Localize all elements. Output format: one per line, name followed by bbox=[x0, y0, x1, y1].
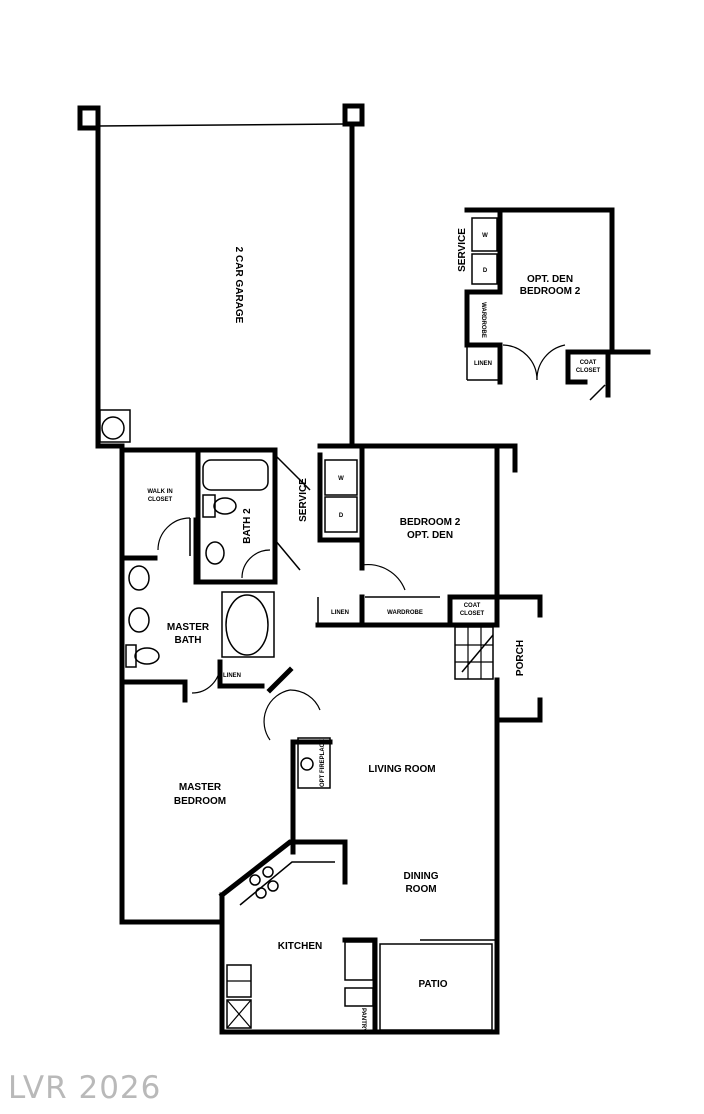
door-swing bbox=[361, 563, 406, 591]
master-bath-label: BATH bbox=[174, 635, 201, 646]
patio-slab bbox=[379, 943, 493, 1031]
cooktop-icon bbox=[249, 874, 261, 886]
dining-room-label: ROOM bbox=[405, 884, 436, 895]
master-bedroom-label: MASTER bbox=[179, 782, 222, 793]
dining-room-label: DINING bbox=[404, 871, 439, 882]
master-bedroom-label: BEDROOM bbox=[174, 796, 226, 807]
option-coat-closet-label: CLOSET bbox=[576, 368, 601, 374]
garage-pillar-right bbox=[342, 103, 365, 127]
wardrobe-label: WARDROBE bbox=[387, 610, 423, 616]
linen-label: LINEN bbox=[331, 610, 349, 616]
option-washer-label: W bbox=[482, 233, 488, 239]
sink-icon bbox=[128, 607, 150, 633]
interior-walls bbox=[119, 447, 498, 1035]
door-swing bbox=[502, 344, 538, 381]
garage: 2 CAR GARAGE bbox=[77, 103, 365, 449]
room-labels: WALK IN CLOSET BATH 2 SERVICE W D BEDROO… bbox=[147, 476, 526, 1032]
service-label: SERVICE bbox=[298, 478, 309, 522]
pantry-label: PANTRY bbox=[360, 1008, 366, 1032]
living-room-label: LIVING ROOM bbox=[368, 764, 435, 775]
option-service-label: SERVICE bbox=[457, 228, 468, 272]
dryer-label: D bbox=[339, 513, 344, 519]
option-den-label: BEDROOM 2 bbox=[520, 286, 581, 297]
water-heater bbox=[99, 409, 131, 443]
door-swing bbox=[536, 344, 566, 381]
kitchen-label: KITCHEN bbox=[278, 941, 322, 952]
door-swing bbox=[157, 517, 191, 551]
dryer-icon bbox=[324, 496, 358, 533]
garage-pillar-left bbox=[77, 105, 101, 131]
option-den-label: OPT. DEN bbox=[527, 274, 573, 285]
garage-door bbox=[97, 123, 346, 127]
washer-icon bbox=[324, 459, 358, 496]
toilet-icon bbox=[202, 494, 216, 518]
fireplace-label: OPT FIREPLACE bbox=[320, 739, 326, 787]
outer-walls bbox=[119, 443, 543, 1035]
door-swing bbox=[191, 664, 221, 694]
tub-icon bbox=[221, 591, 275, 658]
refrigerator-icon bbox=[344, 941, 374, 981]
linen-label: LINEN bbox=[223, 673, 241, 679]
option-coat-closet-label: COAT bbox=[580, 360, 597, 366]
bath2-label: BATH 2 bbox=[242, 508, 253, 544]
stairs-icon bbox=[454, 626, 494, 680]
option-linen-label: LINEN bbox=[474, 361, 492, 367]
porch-label: PORCH bbox=[515, 640, 526, 676]
washer-label: W bbox=[338, 476, 344, 482]
sink-icon bbox=[128, 565, 150, 591]
garage-label: 2 CAR GARAGE bbox=[233, 247, 244, 324]
walk-in-closet-label: CLOSET bbox=[148, 497, 173, 503]
walk-in-closet-label: WALK IN bbox=[147, 489, 172, 495]
porch-wall-top bbox=[449, 594, 543, 618]
master-bath-label: MASTER bbox=[167, 622, 210, 633]
watermark: LVR 2026 bbox=[8, 1070, 162, 1106]
sink-icon bbox=[205, 541, 225, 565]
coat-closet-label: COAT bbox=[464, 603, 481, 609]
bedroom2-label: OPT. DEN bbox=[407, 530, 453, 541]
dryer-icon bbox=[471, 253, 498, 285]
option-wardrobe-label: WARDROBE bbox=[480, 302, 486, 338]
door-swing bbox=[263, 689, 291, 741]
option-dryer-label: D bbox=[483, 268, 488, 274]
fireplace-icon bbox=[297, 737, 331, 789]
patio-label: PATIO bbox=[418, 979, 447, 990]
porch-wall-bottom bbox=[494, 697, 543, 723]
door-swing bbox=[241, 549, 271, 579]
bathtub-icon bbox=[202, 459, 269, 491]
bedroom2-label: BEDROOM 2 bbox=[400, 517, 461, 528]
fixtures bbox=[125, 459, 494, 1031]
coat-closet-label: CLOSET bbox=[460, 611, 485, 617]
washer-icon bbox=[471, 217, 498, 252]
door-swing bbox=[289, 689, 321, 711]
toilet-icon bbox=[125, 644, 137, 668]
optional-den-plan: SERVICE W D OPT. DEN BEDROOM 2 WARDROBE … bbox=[457, 207, 651, 401]
water-heater-icon bbox=[101, 416, 125, 440]
dishwasher-icon bbox=[226, 999, 252, 1029]
